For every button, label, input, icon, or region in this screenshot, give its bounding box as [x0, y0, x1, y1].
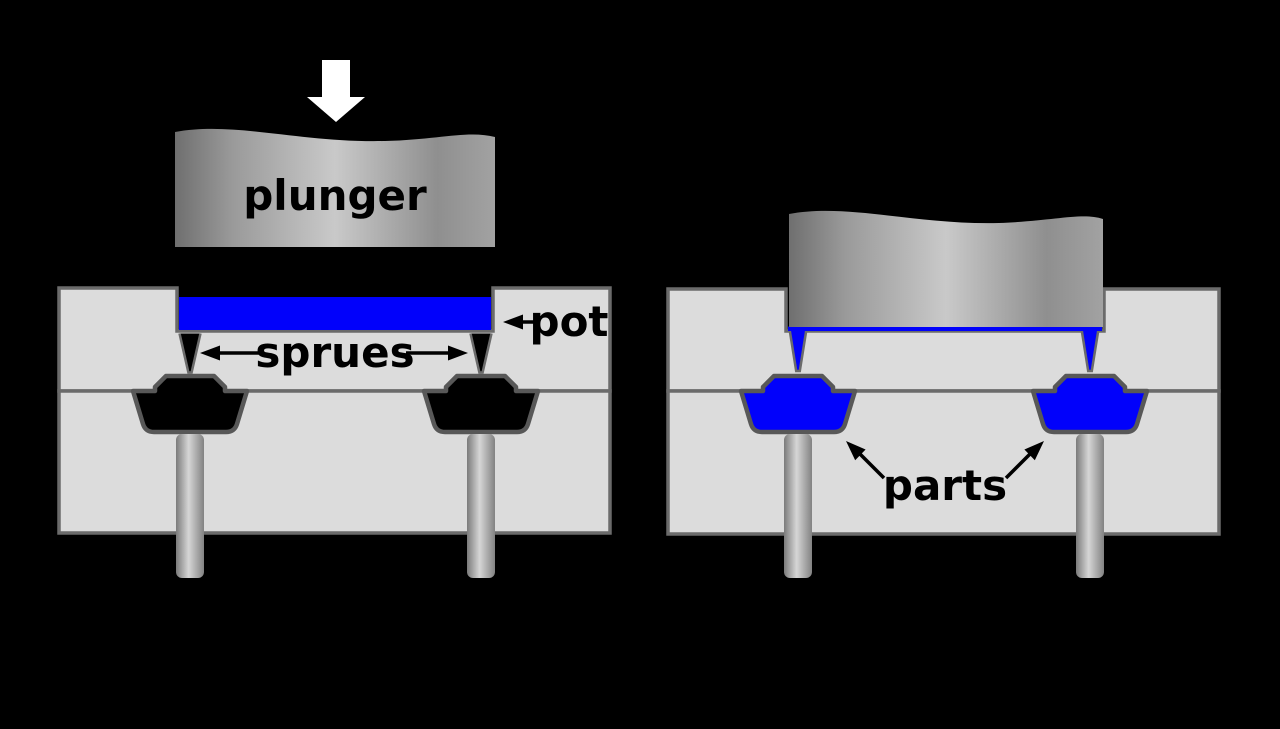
pot-annotation: pot: [503, 297, 609, 346]
parts-arrow-left-line: [858, 452, 886, 480]
ejector-pin: [467, 434, 495, 578]
pot-charge: [179, 297, 491, 330]
parts-annotation: parts: [840, 435, 1050, 510]
sprues-label: sprues: [255, 328, 414, 377]
plunger-label: plunger: [243, 171, 427, 220]
residual-resin-layer: [788, 326, 1102, 331]
pot-label: pot: [530, 297, 609, 346]
sprues-annotation: sprues: [200, 328, 468, 377]
plunger-left: [175, 128, 495, 247]
ejector-pin: [784, 434, 812, 578]
right-diagram-after-transfer: parts: [666, 210, 1221, 578]
parts-arrow-right-line: [1004, 452, 1032, 480]
plunger-right-pressed: [789, 210, 1103, 327]
down-arrow-icon: [307, 60, 365, 122]
parts-label: parts: [883, 461, 1007, 510]
ejector-pin: [1076, 434, 1104, 578]
ejector-pin: [176, 434, 204, 578]
left-diagram-before-transfer: plunger sprues pot: [57, 60, 612, 578]
